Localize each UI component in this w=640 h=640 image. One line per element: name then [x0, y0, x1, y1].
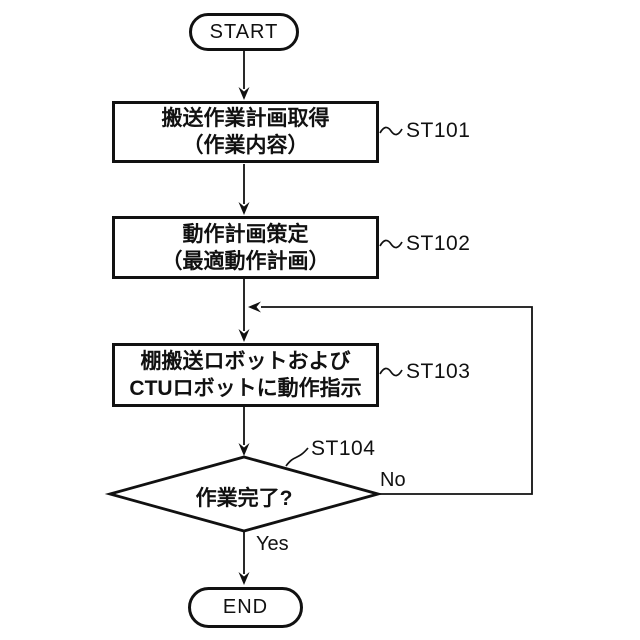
arrowhead-left-icon [248, 301, 261, 313]
terminal-start: START [189, 13, 299, 51]
step-ref-st103: ST103 [406, 360, 471, 383]
step-text-line: CTUロボットに動作指示 [129, 377, 362, 400]
arrowhead-down-icon [238, 202, 250, 215]
arrowhead-down-icon [238, 329, 250, 342]
arrow-step2-to-step3 [238, 279, 250, 342]
step-ref-st101: ST101 [406, 119, 471, 142]
arrow-step1-to-step2 [238, 164, 250, 215]
arrowhead-down-icon [238, 443, 250, 456]
arrow-start-to-step1 [238, 51, 250, 100]
step-ref-st104: ST104 [311, 437, 376, 460]
process-step-st102: 動作計画策定 （最適動作計画） [112, 216, 379, 279]
loop-no-path [248, 301, 533, 495]
step-text-line: （作業内容） [182, 134, 309, 157]
step-text-line: 動作計画策定 [182, 222, 309, 246]
step-text-line: （最適動作計画） [161, 249, 330, 273]
process-step-st103: 棚搬送ロボットおよび CTUロボットに動作指示 [112, 343, 379, 407]
arrow-decision-to-end [238, 531, 250, 585]
terminal-end: END [188, 587, 303, 628]
step-text-line: 棚搬送ロボットおよび [140, 350, 351, 373]
arrowhead-down-icon [238, 87, 250, 100]
leader-st102 [379, 239, 403, 249]
step-ref-st102: ST102 [406, 232, 471, 255]
arrow-step3-to-decision [238, 407, 250, 456]
start-label: START [209, 20, 279, 43]
step-text-line: 搬送作業計画取得 [161, 107, 330, 130]
leader-st101 [379, 126, 403, 136]
branch-no-label: No [380, 469, 406, 491]
decision-question: 作業完了? [195, 487, 293, 510]
end-label: END [222, 596, 269, 618]
arrowhead-down-icon [238, 572, 250, 585]
branch-yes-label: Yes [256, 533, 289, 555]
leader-st104 [285, 447, 309, 467]
leader-st103 [379, 367, 403, 377]
process-step-st101: 搬送作業計画取得 （作業内容） [112, 101, 379, 163]
decision-diamond [104, 455, 384, 533]
